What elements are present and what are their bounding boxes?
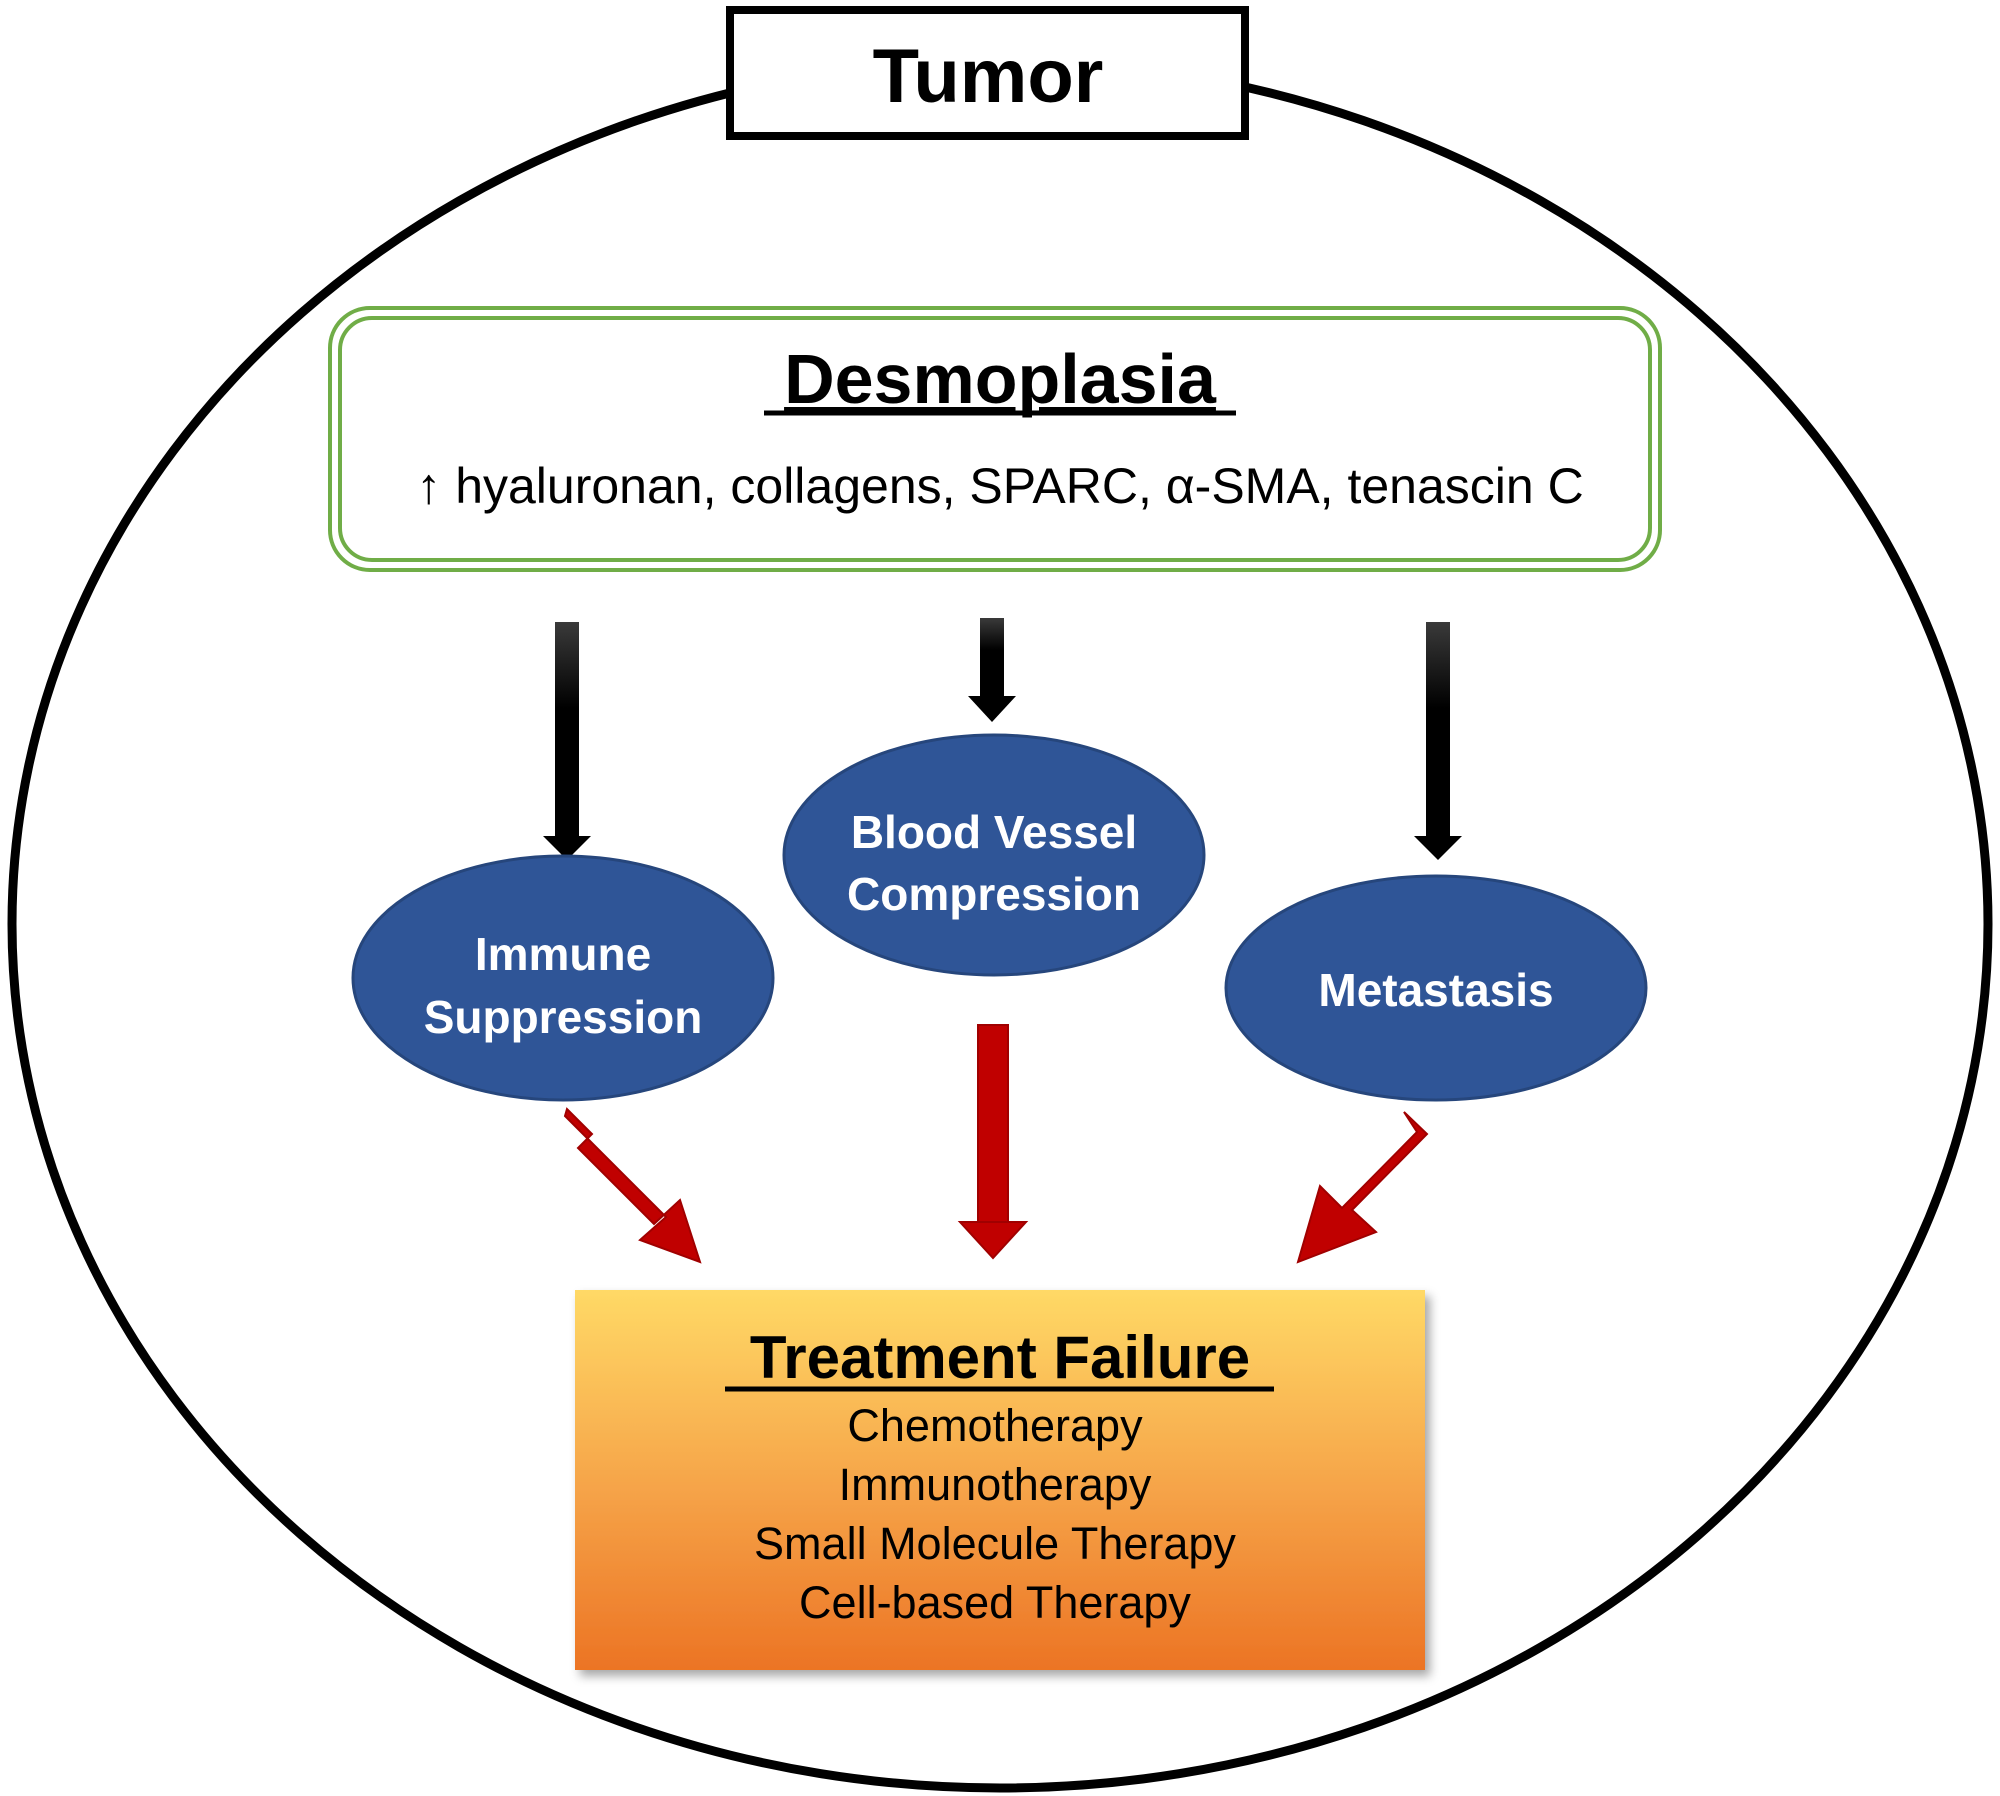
treatment-failure-title: Treatment Failure xyxy=(750,1324,1250,1391)
red-arrow-right xyxy=(1296,1111,1429,1264)
desmoplasia-box: Desmoplasia ↑ hyaluronan, collagens, SPA… xyxy=(328,306,1662,572)
treatment-item-immunotherapy: Immunotherapy xyxy=(839,1459,1152,1510)
blood-vessel-compression-line2: Compression xyxy=(847,868,1141,920)
arrow-to-blood-vessel-compression xyxy=(968,618,1016,722)
arrow-to-metastasis xyxy=(1414,622,1462,860)
red-arrow-center xyxy=(957,1024,1029,1260)
immune-suppression-line2: Suppression xyxy=(424,991,703,1043)
treatment-failure-box: Treatment Failure Chemotherapy Immunothe… xyxy=(575,1290,1425,1670)
blood-vessel-compression-line1: Blood Vessel xyxy=(851,806,1137,858)
tumor-label: Tumor xyxy=(873,34,1104,119)
desmoplasia-components: ↑ hyaluronan, collagens, SPARC, α-SMA, t… xyxy=(416,458,1583,514)
treatment-item-cell-based: Cell-based Therapy xyxy=(799,1577,1191,1628)
tumor-label-box: Tumor xyxy=(726,6,1249,140)
arrow-to-immune-suppression xyxy=(543,622,591,860)
immune-suppression-line1: Immune xyxy=(475,928,651,980)
treatment-item-chemotherapy: Chemotherapy xyxy=(847,1400,1143,1451)
red-arrow-left xyxy=(563,1107,702,1264)
immune-suppression-oval: Immune Suppression xyxy=(351,854,775,1102)
desmoplasia-title: Desmoplasia xyxy=(784,340,1217,418)
blood-vessel-compression-oval: Blood Vessel Compression xyxy=(782,733,1206,977)
metastasis-oval: Metastasis xyxy=(1224,874,1648,1102)
metastasis-label: Metastasis xyxy=(1318,964,1553,1016)
treatment-item-small-molecule: Small Molecule Therapy xyxy=(754,1518,1236,1569)
